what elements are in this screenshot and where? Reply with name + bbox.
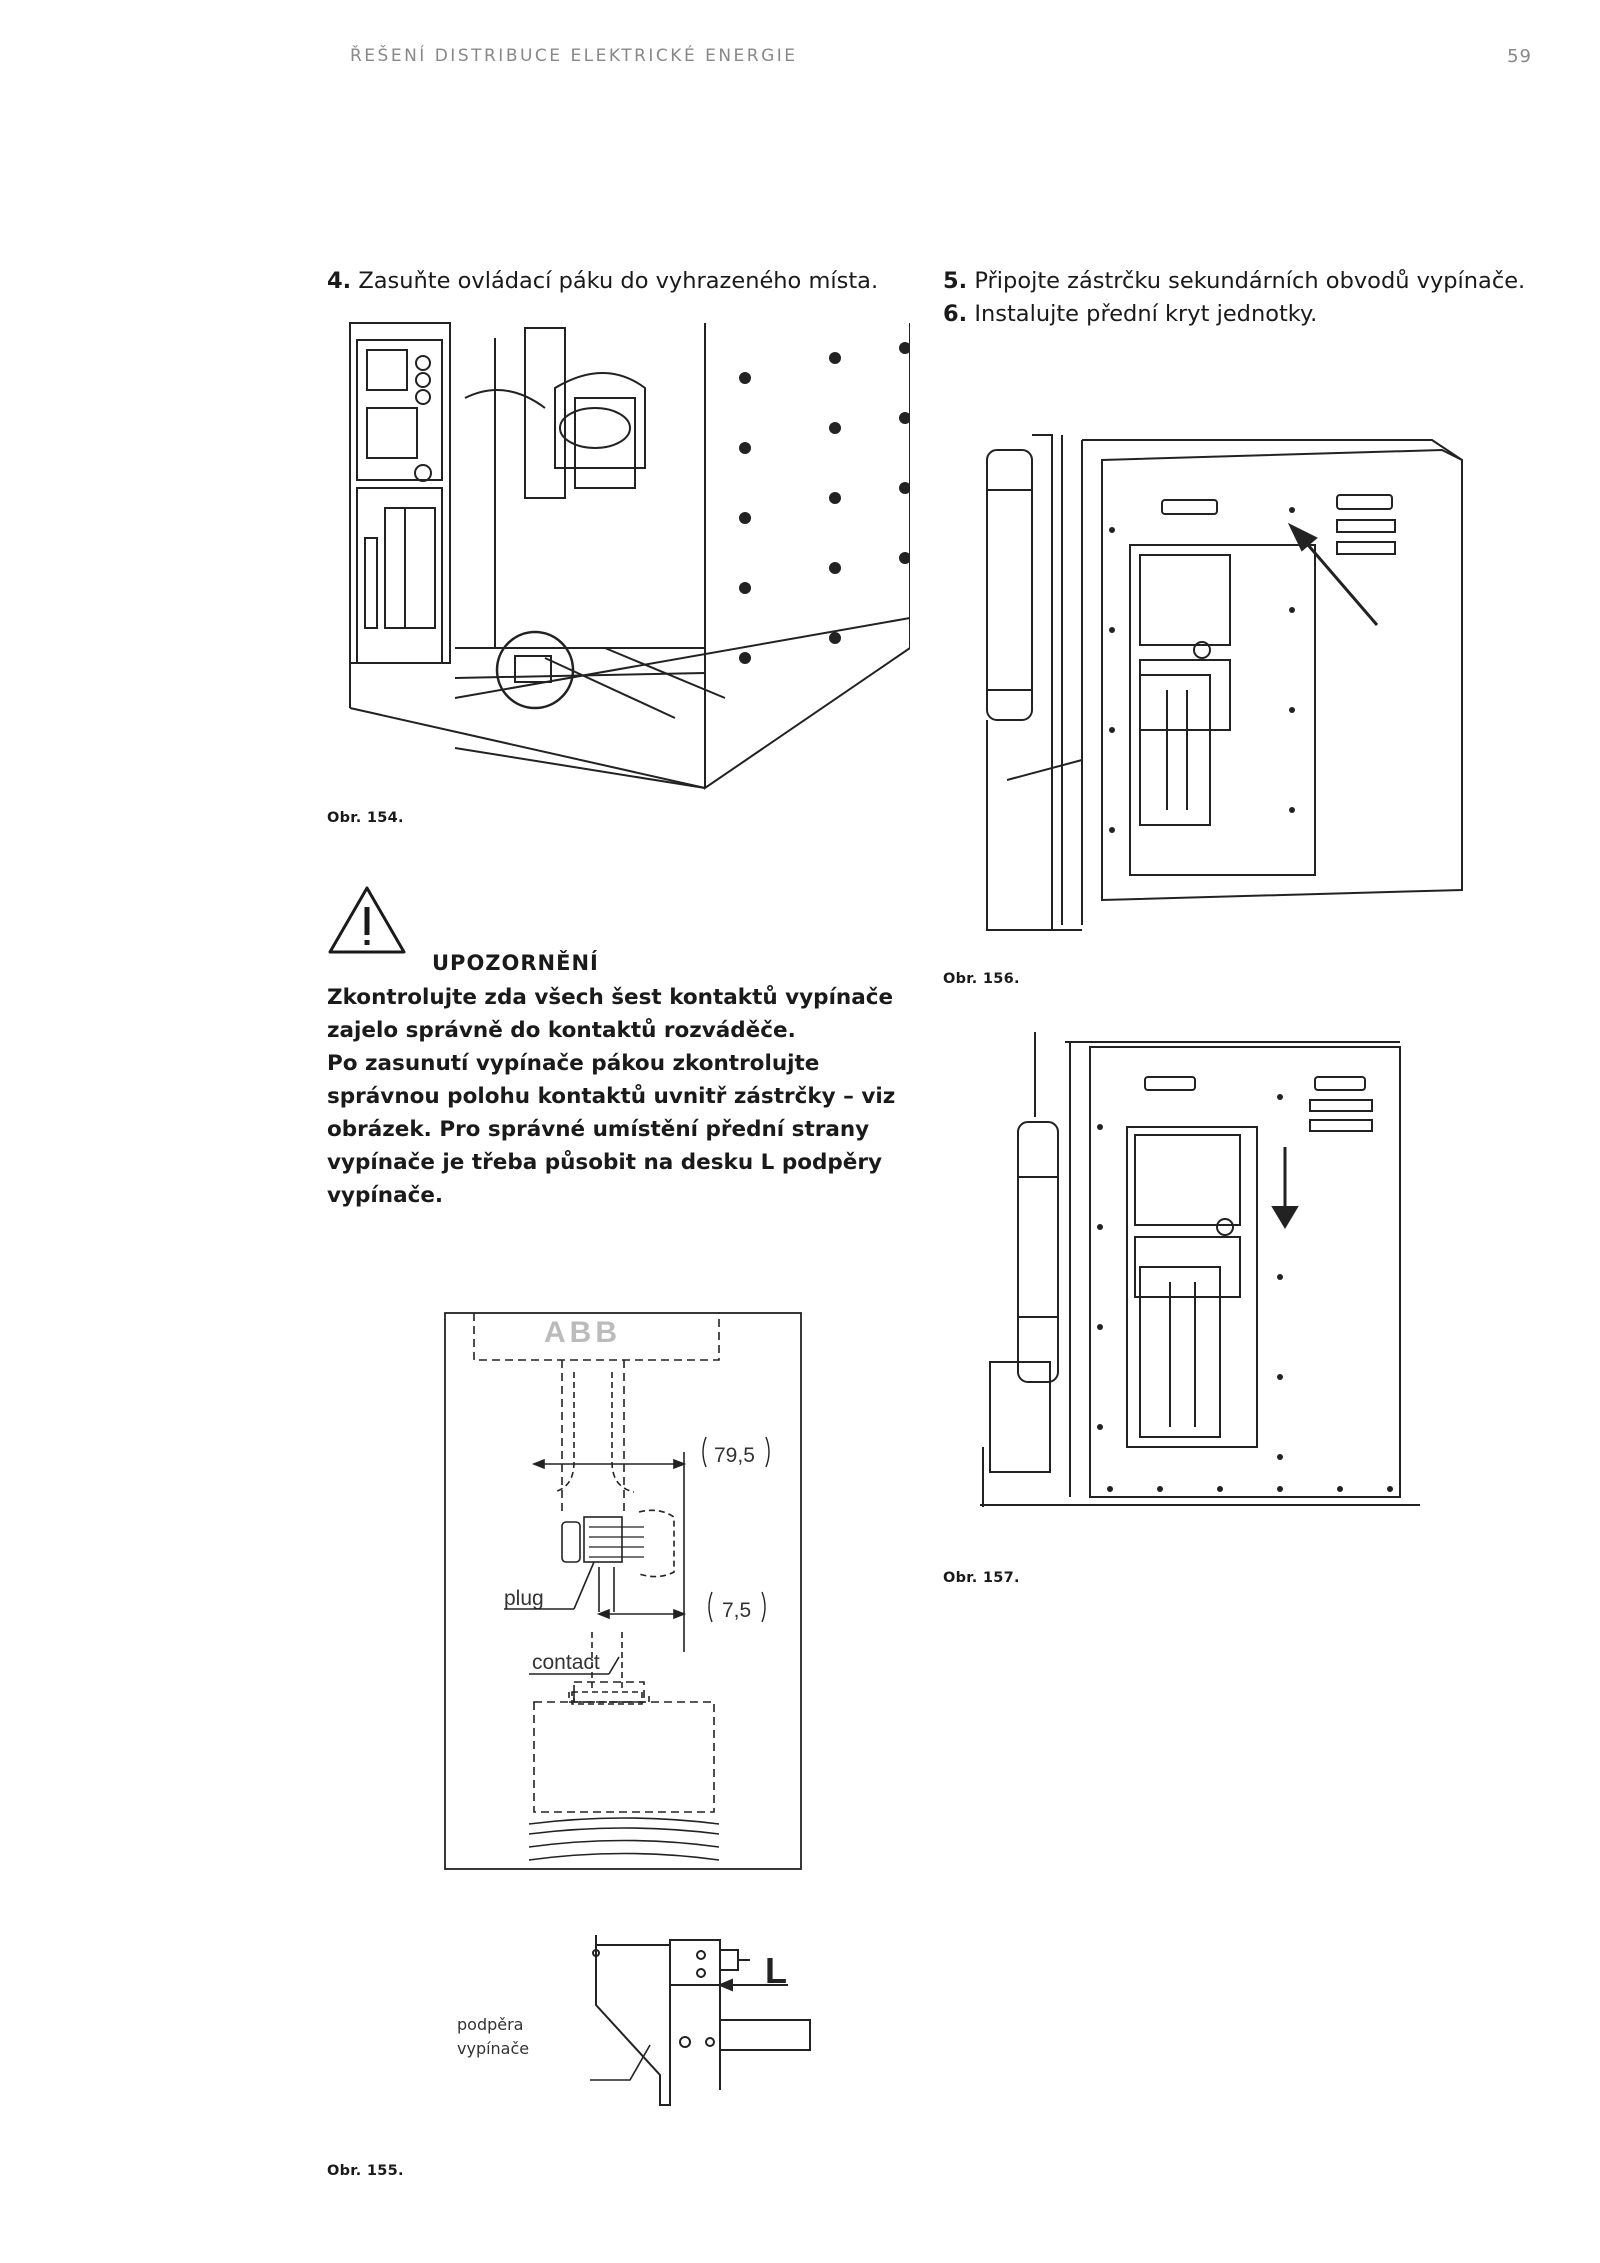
figure-154-caption: Obr. 154. (327, 810, 404, 826)
figure-155-support-drawing: L (590, 1935, 811, 2106)
abb-logo-text: ABB (544, 1316, 621, 1349)
figure-156-drawing (986, 434, 1463, 931)
label-support-line1: podpěra (457, 2015, 524, 2034)
figure-157-drawing (980, 1032, 1420, 1507)
label-support: podpěra vypínače (457, 2013, 529, 2061)
figure-156-caption: Obr. 156. (943, 971, 1020, 987)
section-title: ŘEŠENÍ DISTRIBUCE ELEKTRICKÉ ENERGIE (350, 46, 798, 66)
figure-155-contact-drawing: ABB 79,5 7,5 plug contact (444, 1312, 802, 1870)
step-6: 6. Instalujte přední kryt jednotky. (943, 301, 1317, 327)
figure-155-caption: Obr. 155. (327, 2163, 404, 2179)
step-text: Zasuňte ovládací páku do vyhrazeného mís… (358, 268, 879, 294)
warning-title: UPOZORNĚNÍ (432, 951, 599, 975)
label-L: L (765, 1950, 787, 1991)
dimension-7-5: 7,5 (722, 1599, 751, 1622)
label-plug: plug (504, 1587, 544, 1610)
figure-154-drawing (349, 322, 910, 790)
step-text: Připojte zástrčku sekundárních obvodů vy… (974, 268, 1526, 294)
step-text: Instalujte přední kryt jednotky. (974, 301, 1318, 327)
warning-paragraph-2: Po zasunutí vypínače pákou zkontrolujte … (327, 1051, 896, 1208)
step-5: 5. Připojte zástrčku sekundárních obvodů… (943, 268, 1525, 294)
step-number: 4. (327, 268, 352, 294)
step-number: 5. (943, 268, 968, 294)
warning-triangle-icon (328, 886, 406, 954)
warning-text: Zkontrolujte zda všech šest kontaktů vyp… (327, 981, 897, 1212)
step-number: 6. (943, 301, 968, 327)
label-support-line2: vypínače (457, 2039, 530, 2058)
dimension-79-5: 79,5 (714, 1444, 755, 1467)
label-contact: contact (532, 1651, 600, 1674)
figure-157-caption: Obr. 157. (943, 1570, 1020, 1586)
page-number: 59 (1507, 46, 1532, 67)
step-4: 4. Zasuňte ovládací páku do vyhrazeného … (327, 268, 878, 294)
warning-paragraph-1: Zkontrolujte zda všech šest kontaktů vyp… (327, 985, 894, 1043)
